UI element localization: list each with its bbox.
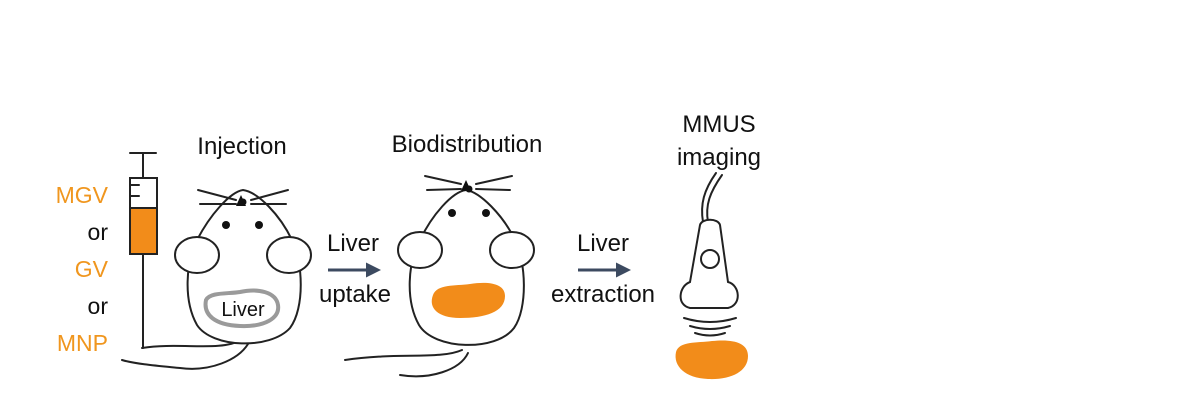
liver-label: Liver [221, 299, 265, 321]
step-biodistribution: Biodistribution [392, 131, 543, 158]
arrow-uptake-top: Liver [327, 230, 379, 257]
agent-gv: GV [75, 256, 109, 282]
arrow-liver-extraction: Liver extraction [551, 230, 655, 308]
ultrasound-probe-icon [679, 172, 739, 337]
mouse-icon-biodistribution [344, 175, 535, 378]
arrow-uptake-bottom: uptake [319, 281, 391, 308]
syringe-icon [129, 152, 158, 349]
agent-or-1: or [88, 219, 109, 245]
syringe-fill [131, 208, 156, 253]
agent-labels: MGV or GV or MNP [56, 182, 109, 356]
agent-mgv: MGV [56, 182, 109, 208]
mouse-icon-injection: Liver [121, 188, 312, 370]
step-imaging-line1: MMUS [682, 111, 755, 138]
agent-or-2: or [88, 293, 109, 319]
arrow-extraction-bottom: extraction [551, 281, 655, 308]
extracted-liver [675, 340, 748, 380]
step-imaging-line2: imaging [677, 144, 761, 171]
agent-mnp: MNP [57, 330, 108, 356]
step-injection: Injection [197, 133, 286, 160]
arrow-extraction-top: Liver [577, 230, 629, 257]
arrow-liver-uptake: Liver uptake [319, 230, 391, 308]
liver-organ [431, 282, 505, 318]
liver-outline [203, 288, 281, 329]
